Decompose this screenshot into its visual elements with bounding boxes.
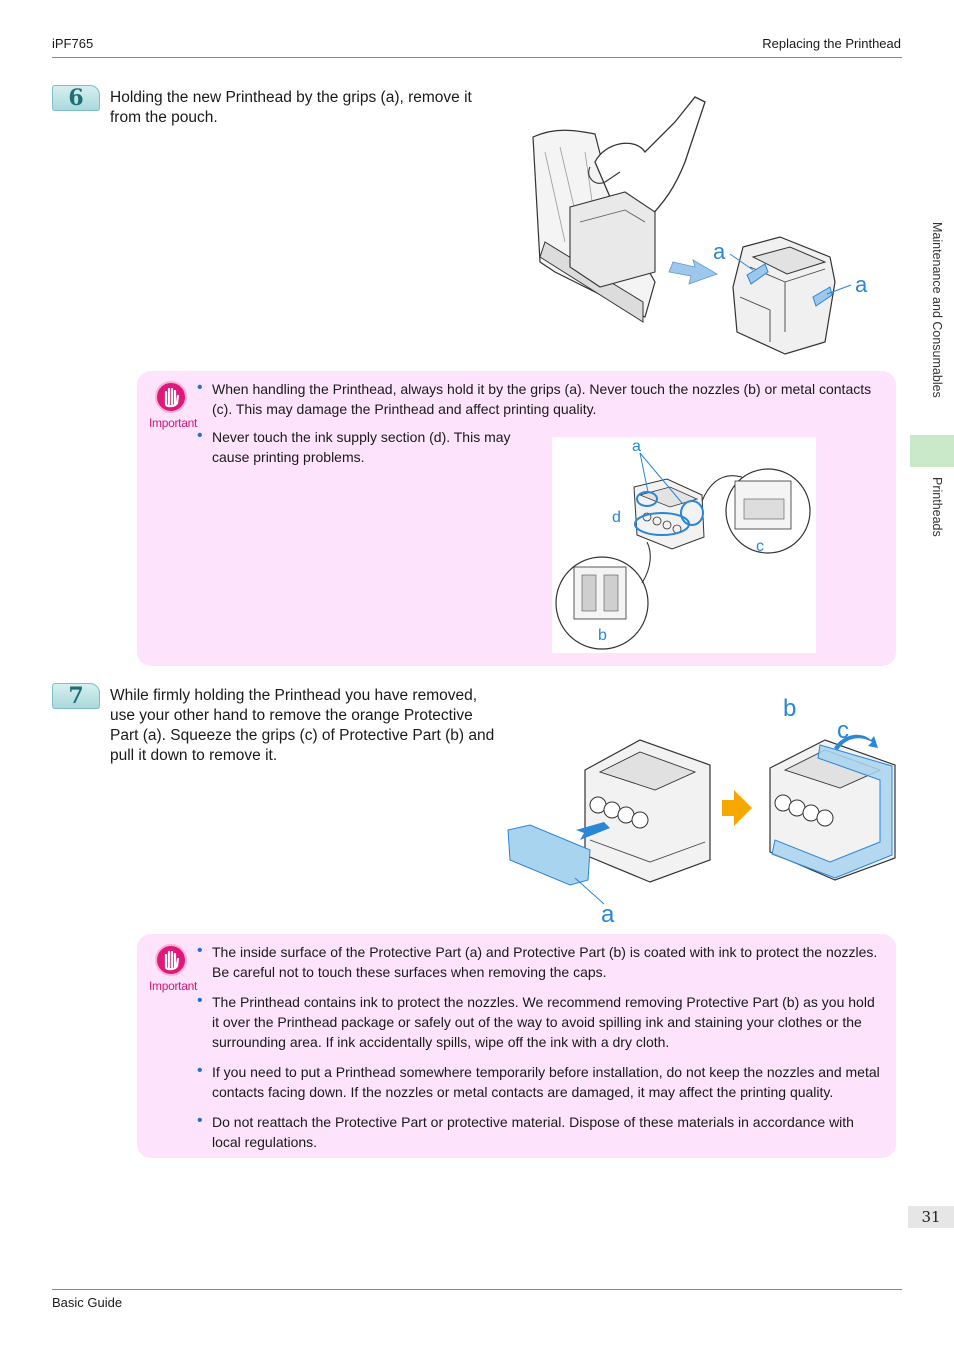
important-box-2: Important The inside surface of the Prot…	[137, 934, 896, 1158]
step-6-label-a-right: a	[855, 272, 868, 297]
hand-stop-icon	[155, 381, 187, 413]
important-2-bullet-2: The Printhead contains ink to protect th…	[197, 991, 882, 1052]
side-tab-chapter[interactable]: Maintenance and Consumables	[930, 222, 944, 398]
step-7-label-b: b	[783, 695, 796, 722]
step-7-label-c: c	[837, 717, 849, 744]
important-label: Important	[149, 979, 197, 993]
important-1-bullet-1: When handling the Printhead, always hold…	[197, 378, 877, 419]
important-icon: Important	[149, 381, 197, 430]
figure-label-d: d	[612, 509, 621, 526]
footer-rule	[52, 1289, 902, 1290]
header-rule	[52, 57, 902, 58]
figure-label-a: a	[632, 438, 641, 455]
header-model: iPF765	[52, 36, 94, 51]
step-6-label-a-left: a	[713, 239, 726, 264]
figure-label-b: b	[598, 627, 607, 644]
important-2-bullet-3: If you need to put a Printhead somewhere…	[197, 1061, 882, 1102]
important-1-bullet-2: Never touch the ink supply section (d). …	[197, 426, 527, 467]
header-section: Replacing the Printhead	[762, 36, 901, 51]
important-1-figure: a d c b	[552, 437, 816, 653]
footer-guide: Basic Guide	[52, 1295, 123, 1310]
important-2-bullet-4: Do not reattach the Protective Part or p…	[197, 1111, 882, 1152]
step-7-illustration: b c a	[507, 695, 896, 928]
step-6-text: Holding the new Printhead by the grips (…	[110, 89, 472, 126]
step-6-badge: 6	[52, 85, 100, 111]
step-7-badge: 7	[52, 683, 100, 709]
side-tab-active-marker	[910, 435, 954, 467]
important-box-1: Important When handling the Printhead, a…	[137, 371, 896, 666]
figure-label-c: c	[756, 538, 764, 555]
step-7-text: While firmly holding the Printhead you h…	[110, 687, 495, 764]
step-6-illustration: a a	[532, 96, 868, 355]
side-tab-topic[interactable]: Printheads	[930, 477, 944, 537]
step-7-label-a: a	[601, 901, 615, 928]
important-label: Important	[149, 416, 197, 430]
page-number: 31	[908, 1206, 954, 1228]
important-icon: Important	[149, 944, 197, 993]
important-2-bullet-1: The inside surface of the Protective Par…	[197, 941, 882, 982]
hand-stop-icon	[155, 944, 187, 976]
